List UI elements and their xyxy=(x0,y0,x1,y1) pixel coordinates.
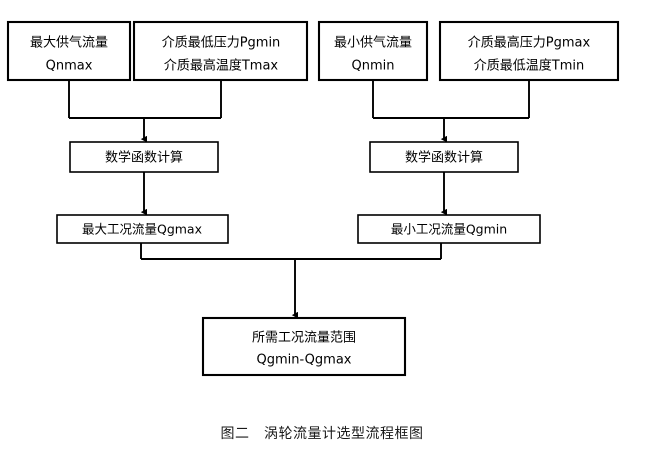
node-input-pgmin-tmax-box xyxy=(132,20,309,82)
node-input-qnmax-line1: 最大供气流量 xyxy=(30,35,108,51)
node-input-pgmax-tmin-box xyxy=(438,20,620,82)
node-input-pgmax-tmin[interactable]: 介质最高压力Pgmax 介质最低温度Tmin xyxy=(438,20,620,82)
connector-group-final-merge xyxy=(140,243,442,319)
node-final-range[interactable]: 所需工况流量范围 Qgmin-Qgmax xyxy=(201,316,407,377)
node-calc-left[interactable]: 数学函数计算 xyxy=(69,141,219,173)
node-calc-right-label: 数学函数计算 xyxy=(405,150,483,166)
node-input-pgmin-tmax-line1: 介质最低压力Pgmin xyxy=(162,36,281,51)
connector-group-left-merge xyxy=(68,80,222,143)
node-input-pgmin-tmax-line2: 介质最高温度Tmax xyxy=(164,58,279,74)
node-input-qnmin-line2: Qnmin xyxy=(352,59,395,74)
node-result-qgmin[interactable]: 最小工况流量Qgmin xyxy=(357,214,541,244)
node-result-qgmin-label: 最小工况流量Qgmin xyxy=(391,222,507,237)
node-input-qnmin[interactable]: 最小供气流量 Qnmin xyxy=(317,20,429,82)
node-result-qgmax-box xyxy=(56,214,229,244)
figure-caption: 图二 涡轮流量计选型流程框图 xyxy=(221,426,424,442)
node-calc-right[interactable]: 数学函数计算 xyxy=(369,141,519,173)
node-final-range-line2: Qgmin-Qgmax xyxy=(257,353,352,368)
node-input-qnmin-box xyxy=(317,20,429,82)
node-calc-left-box xyxy=(69,141,219,173)
node-input-pgmin-tmax[interactable]: 介质最低压力Pgmin 介质最高温度Tmax xyxy=(132,20,309,82)
node-final-range-line1: 所需工况流量范围 xyxy=(252,331,356,346)
node-result-qgmin-box xyxy=(357,214,541,244)
node-final-range-box xyxy=(201,316,407,377)
node-input-pgmax-tmin-line1: 介质最高压力Pgmax xyxy=(468,35,591,51)
node-result-qgmax[interactable]: 最大工况流量Qgmax xyxy=(56,214,229,244)
node-calc-left-label: 数学函数计算 xyxy=(105,150,183,166)
connector-group-right-merge xyxy=(372,80,530,143)
node-input-qnmax-box xyxy=(6,20,132,82)
node-calc-right-box xyxy=(369,141,519,173)
node-result-qgmax-label: 最大工况流量Qgmax xyxy=(82,222,202,237)
node-input-pgmax-tmin-line2: 介质最低温度Tmin xyxy=(474,58,584,74)
node-input-qnmax-line2: Qnmax xyxy=(46,59,93,74)
node-input-qnmin-line1: 最小供气流量 xyxy=(334,35,412,51)
node-input-qnmax[interactable]: 最大供气流量 Qnmax xyxy=(6,20,132,82)
